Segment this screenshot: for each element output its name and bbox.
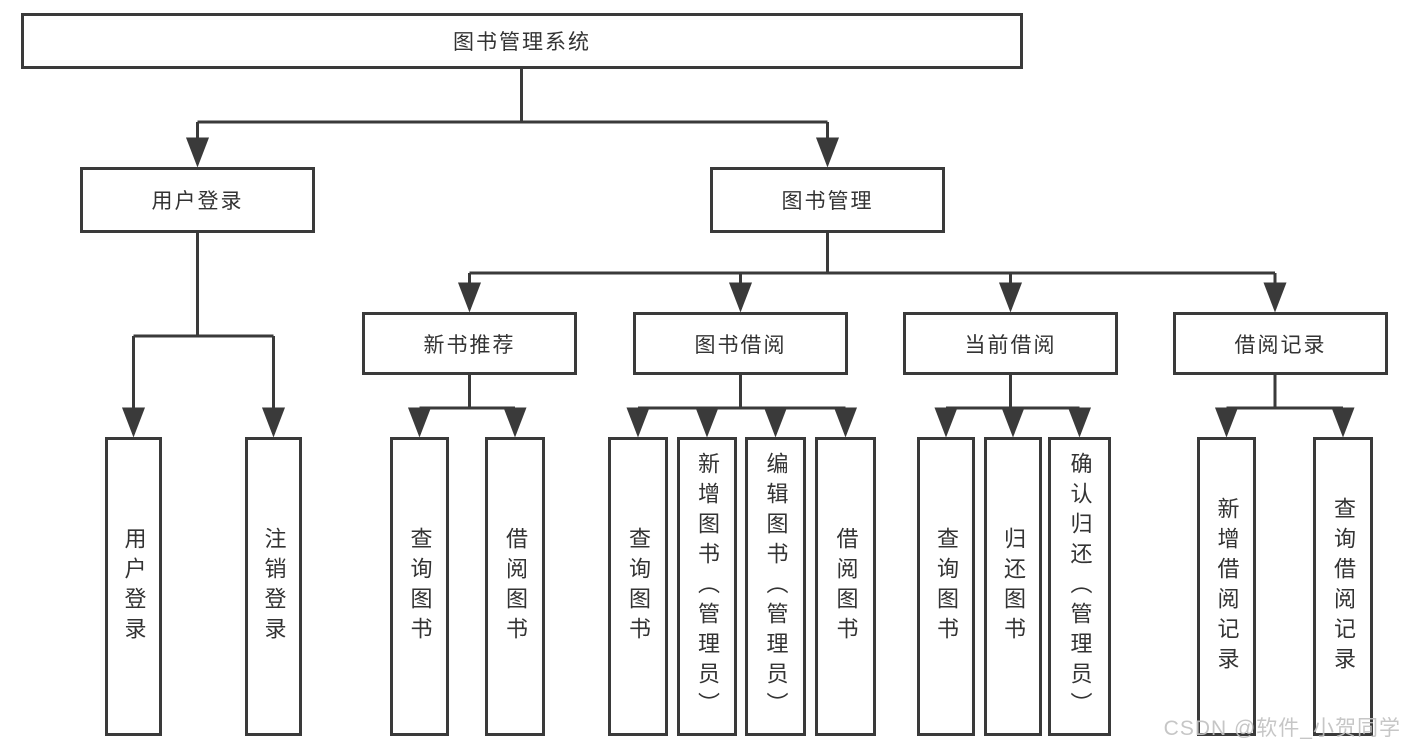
leaf-edit-books-admin: 编辑图书（管理员） xyxy=(745,437,806,736)
leaf-user-login-label: 用户登录 xyxy=(121,526,147,647)
leaf-query-books-3-label: 查询图书 xyxy=(934,526,959,647)
connector-new-book-children xyxy=(407,375,527,438)
connector-book-borrow-children xyxy=(626,375,858,438)
leaf-query-books-2: 查询图书 xyxy=(608,437,668,736)
leaf-confirm-return-admin: 确认归还（管理员） xyxy=(1048,437,1111,736)
leaf-user-login: 用户登录 xyxy=(105,437,162,736)
leaf-return-books-label: 归还图书 xyxy=(1001,526,1026,647)
node-new-book-recommend: 新书推荐 xyxy=(362,312,577,375)
leaf-add-books-admin: 新增图书（管理员） xyxy=(677,437,737,736)
leaf-query-books-2-label: 查询图书 xyxy=(626,526,651,647)
leaf-add-borrow-record: 新增借阅记录 xyxy=(1197,437,1256,736)
node-book-borrow: 图书借阅 xyxy=(633,312,848,375)
leaf-borrow-books-2-label: 借阅图书 xyxy=(833,526,859,647)
leaf-borrow-books-1: 借阅图书 xyxy=(485,437,545,736)
node-library-system: 图书管理系统 xyxy=(21,13,1023,69)
leaf-return-books: 归还图书 xyxy=(984,437,1042,736)
node-borrow-records: 借阅记录 xyxy=(1173,312,1388,375)
leaf-add-borrow-record-label: 新增借阅记录 xyxy=(1214,496,1240,677)
leaf-query-borrow-record-label: 查询借阅记录 xyxy=(1331,496,1356,677)
leaf-logout: 注销登录 xyxy=(245,437,302,736)
node-user-login: 用户登录 xyxy=(80,167,315,233)
leaf-borrow-books-2: 借阅图书 xyxy=(815,437,876,736)
connector-user-login-children xyxy=(121,233,286,438)
connector-current-borrow-children xyxy=(934,375,1092,438)
leaf-query-books-1: 查询图书 xyxy=(390,437,449,736)
leaf-logout-label: 注销登录 xyxy=(261,526,287,647)
csdn-watermark: CSDN @软件_小贺同学 xyxy=(1163,717,1401,740)
leaf-confirm-return-admin-label: 确认归还（管理员） xyxy=(1067,451,1093,722)
connector-root-to-level2 xyxy=(185,69,840,168)
node-book-management: 图书管理 xyxy=(710,167,945,233)
node-current-borrow: 当前借阅 xyxy=(903,312,1118,375)
connector-borrow-records-children xyxy=(1214,375,1355,438)
connector-book-mgmt-children xyxy=(457,233,1287,313)
leaf-borrow-books-1-label: 借阅图书 xyxy=(503,526,528,647)
leaf-edit-books-admin-label: 编辑图书（管理员） xyxy=(763,451,789,722)
leaf-query-borrow-record: 查询借阅记录 xyxy=(1313,437,1373,736)
leaf-query-books-3: 查询图书 xyxy=(917,437,975,736)
leaf-query-books-1-label: 查询图书 xyxy=(407,526,433,647)
leaf-add-books-admin-label: 新增图书（管理员） xyxy=(695,451,720,722)
